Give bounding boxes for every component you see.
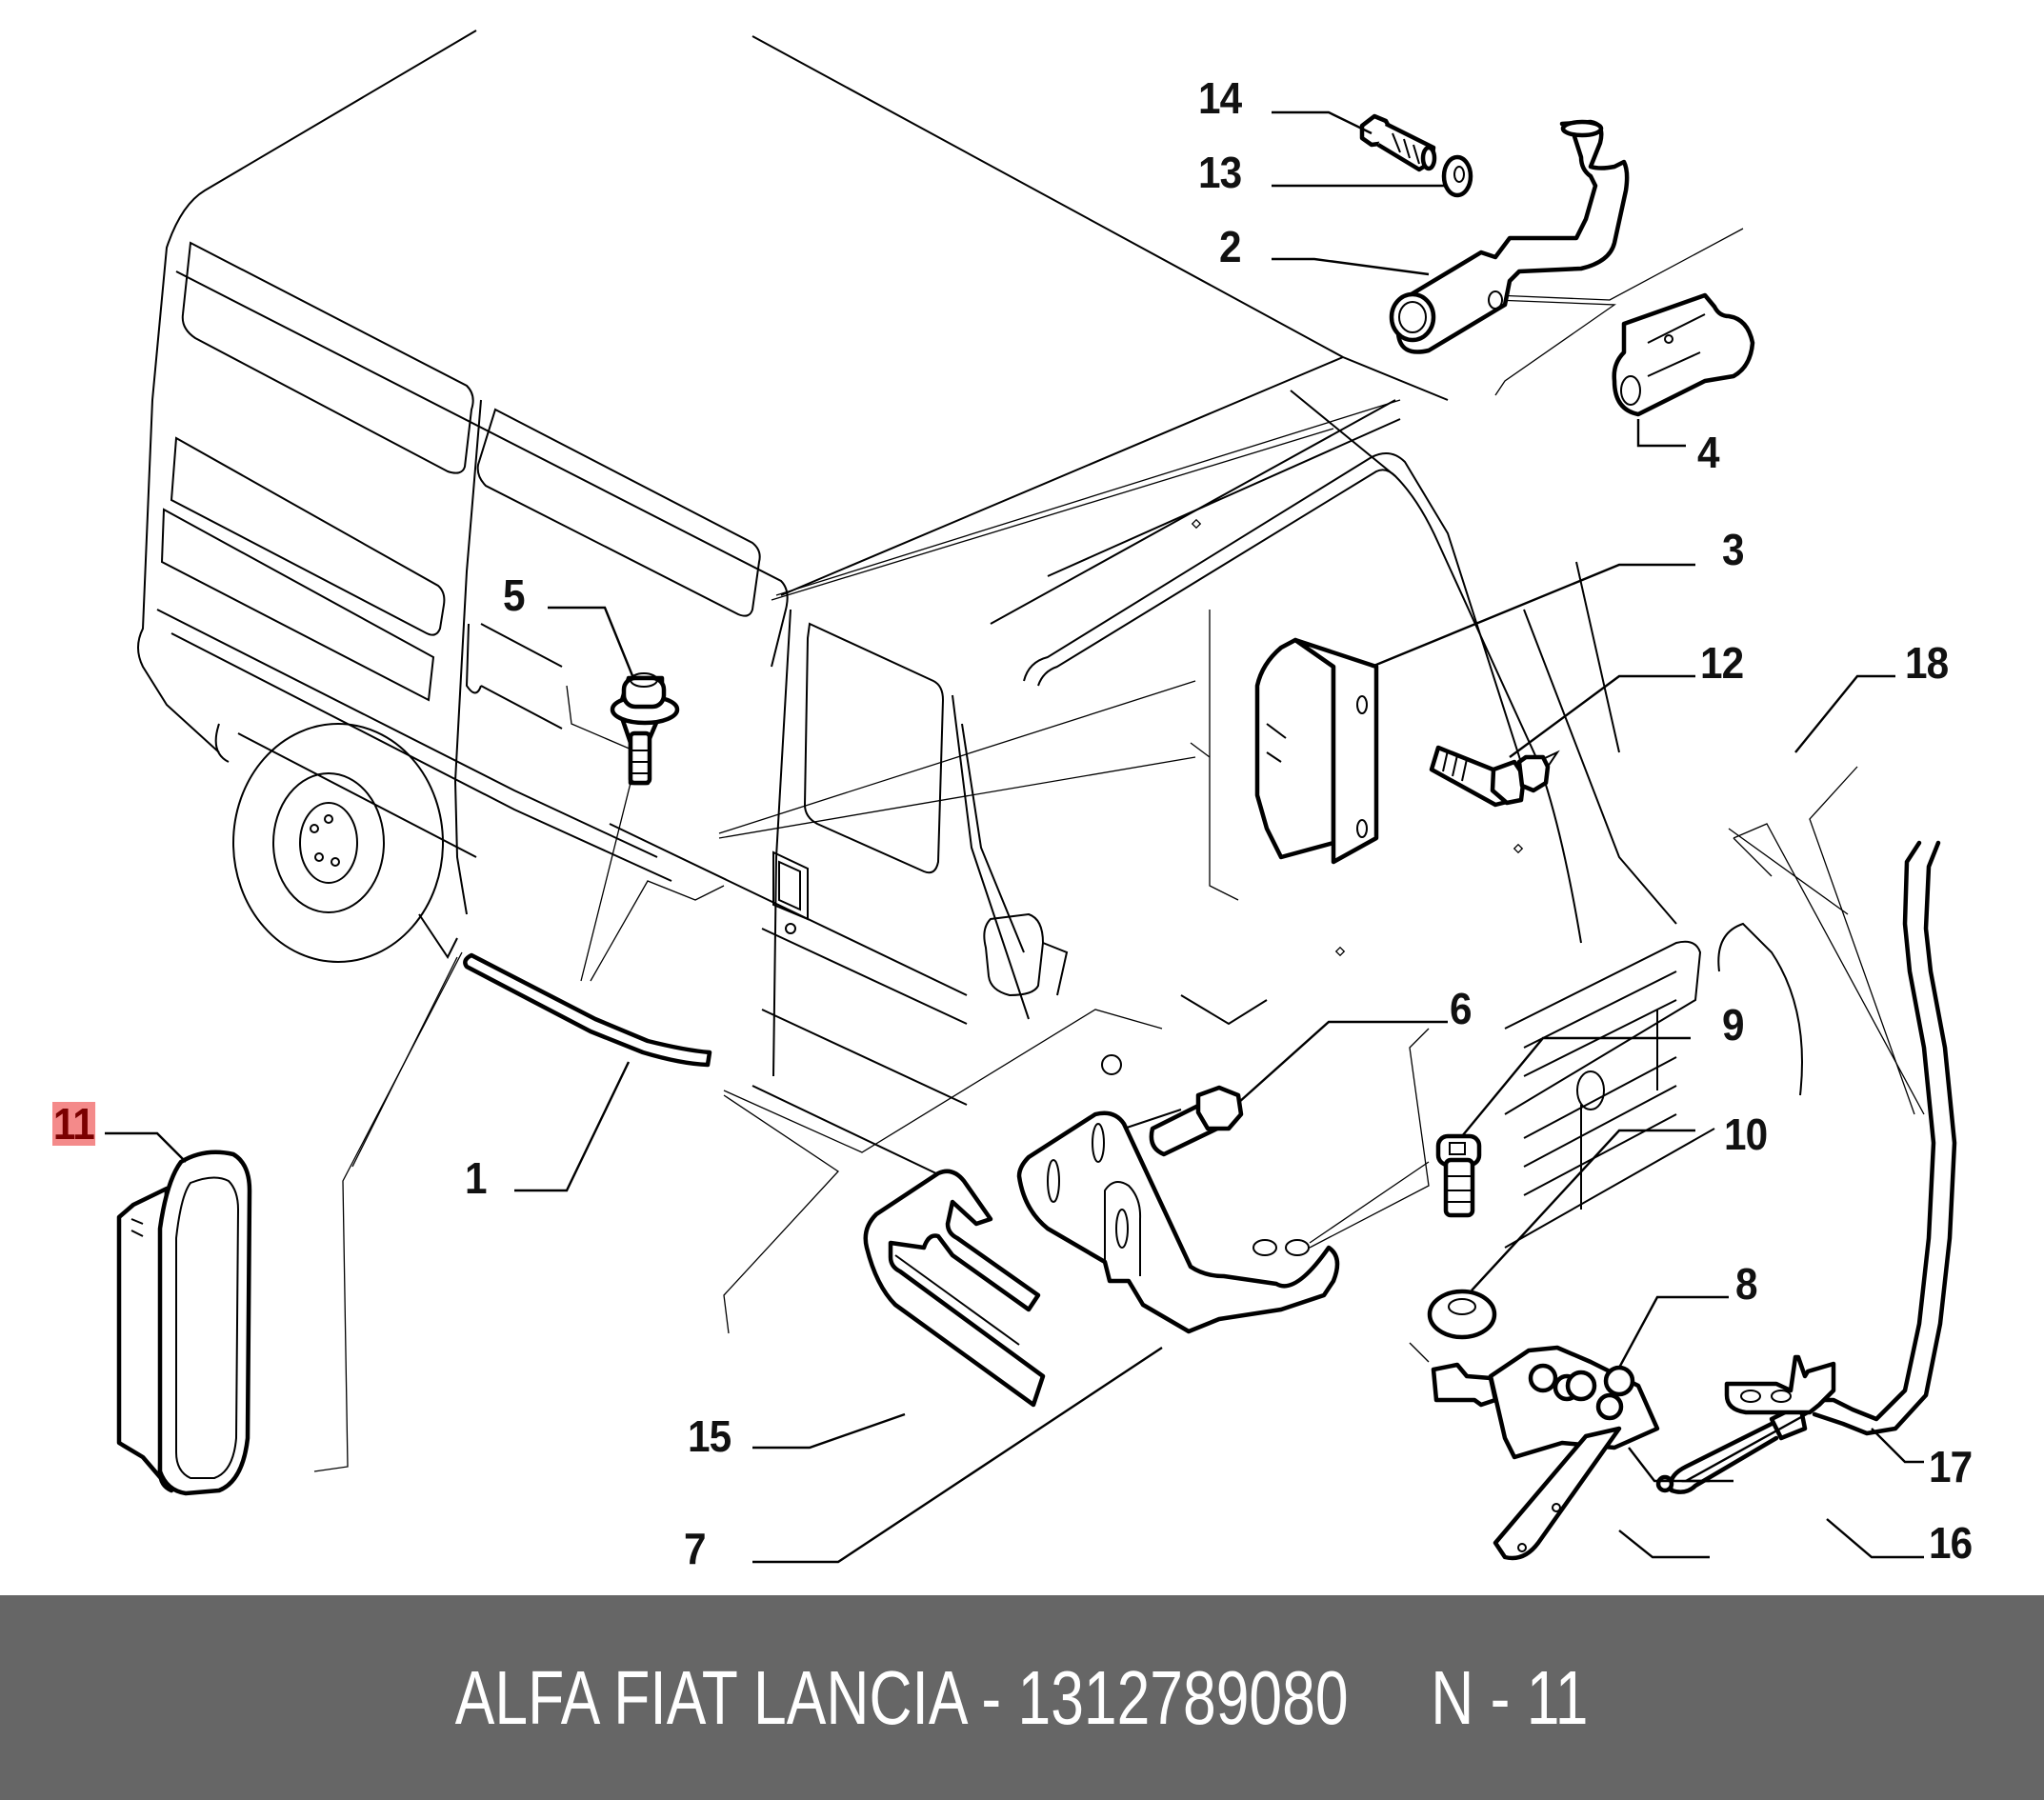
part-6-hex-bolt: [1149, 1085, 1244, 1157]
callout-3: 3: [1722, 525, 1745, 574]
callout-6: 6: [1450, 984, 1473, 1033]
part-3-buffer-block: [1254, 637, 1379, 865]
brand-name: ALFA FIAT LANCIA: [455, 1654, 966, 1740]
part-10-washer: [1427, 1070, 1605, 1340]
callout-16: 16: [1929, 1518, 1973, 1568]
indicator-lines: [313, 228, 1925, 1472]
part-15-guide-plate: [863, 1169, 1046, 1408]
part-7-hinge-bracket: [1016, 1110, 1340, 1334]
part-8-roller-carriage: [1431, 1345, 1660, 1561]
part-1-sill-seal: [463, 952, 712, 1068]
part-5-screw: [610, 672, 680, 786]
callout-1: 1: [465, 1153, 488, 1203]
callout-11-highlighted: 11: [52, 1099, 95, 1149]
callout-15: 15: [688, 1411, 731, 1461]
exploded-parts-diagram: 14 13 2 4 3 12 18 5 6 9 10 1 11 8 15 17 …: [52, 30, 1973, 1573]
leader-lines: [105, 110, 1924, 1564]
reference-prefix: N -: [1431, 1654, 1528, 1740]
callout-4: 4: [1697, 428, 1720, 477]
part-9-socket-screw: [1435, 1133, 1482, 1218]
callout-17: 17: [1929, 1442, 1973, 1491]
part-13-washer: [1441, 154, 1473, 198]
part-12-hex-bolt: [1429, 745, 1527, 808]
callout-12: 12: [1700, 638, 1744, 688]
part-caption: ALFA FIAT LANCIA - 1312789080 N - 11: [455, 1654, 1589, 1742]
callout-5: 5: [503, 570, 526, 620]
part-16-bracket: [1724, 1354, 1836, 1415]
part-11-oval-cap: [116, 1150, 252, 1496]
callout-9: 9: [1722, 1000, 1745, 1050]
reference-number: 11: [1527, 1654, 1589, 1740]
caption-gap: [1349, 1655, 1432, 1740]
callout-7: 7: [684, 1524, 707, 1573]
caption-bar: ALFA FIAT LANCIA - 1312789080 N - 11: [0, 1595, 2044, 1800]
part-14-flange-bolt: [1359, 113, 1437, 172]
callout-2: 2: [1219, 222, 1242, 271]
callout-8: 8: [1735, 1259, 1758, 1309]
van-sliding-door-drawing: [105, 30, 1957, 1564]
caption-separator: -: [965, 1654, 1018, 1740]
part-18-clip: [1516, 750, 1560, 793]
callout-18: 18: [1905, 638, 1949, 688]
part-2-crank-handle: [1389, 119, 1630, 354]
part-4-bushing: [1612, 292, 1755, 417]
callout-13: 13: [1198, 148, 1242, 197]
callout-14: 14: [1198, 73, 1242, 123]
van-body-outline: [137, 30, 1803, 1249]
callout-10: 10: [1724, 1110, 1768, 1159]
part-number: 1312789080: [1017, 1654, 1349, 1740]
